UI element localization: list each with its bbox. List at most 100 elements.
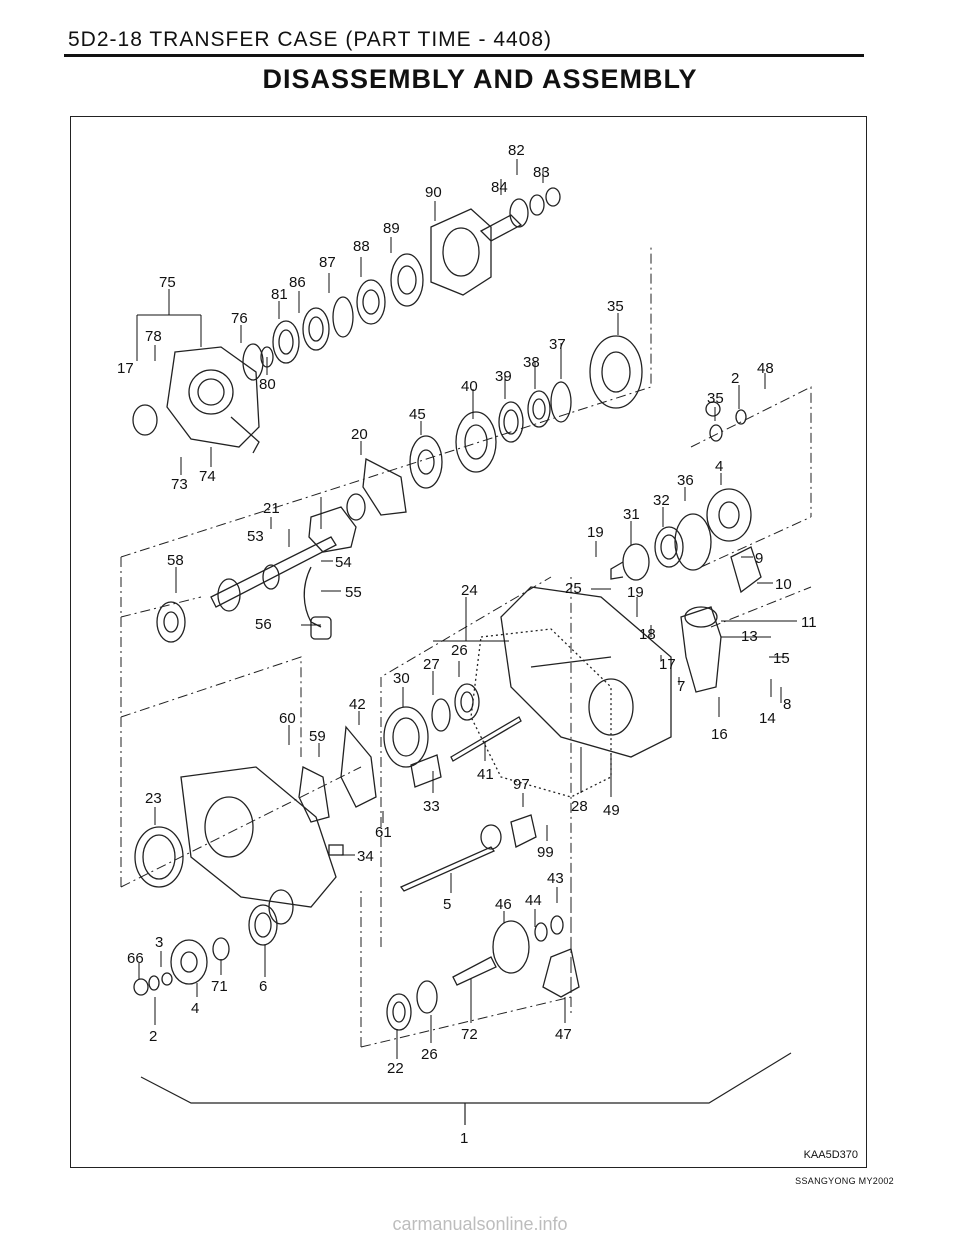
part-drawings (120, 187, 812, 1125)
callout-label: 61 (375, 824, 392, 841)
shift-cam (480, 814, 537, 850)
callout-label: 82 (508, 142, 525, 159)
snap-ring (534, 922, 548, 942)
mode-sensor (730, 546, 762, 594)
callout-label: 80 (259, 376, 276, 393)
callout-label: 4 (715, 458, 723, 475)
callout-label: 78 (145, 328, 162, 345)
footer-text: SSANGYONG MY2002 (795, 1176, 894, 1186)
callout-label: 14 (759, 710, 776, 727)
callout-label: 33 (423, 798, 440, 815)
callout-label: 58 (167, 552, 184, 569)
rear-extension-housing (430, 208, 492, 296)
callout-label: 30 (393, 670, 410, 687)
callout-label: 27 (423, 656, 440, 673)
callout-labels: 82 84 83 90 89 88 87 86 81 75 76 78 17 8… (117, 142, 817, 1147)
callout-label: 26 (451, 642, 468, 659)
snap-ring (242, 343, 264, 381)
callout-label: 9 (755, 550, 763, 567)
hub-gear (409, 435, 443, 489)
shift-fork (340, 725, 377, 808)
callout-label: 35 (707, 390, 724, 407)
callout-label: 60 (279, 710, 296, 727)
input-shaft (210, 536, 337, 612)
bearing (248, 904, 278, 946)
callout-label: 22 (387, 1060, 404, 1077)
exploded-view-diagram: 82 84 83 90 89 88 87 86 81 75 76 78 17 8… (117, 142, 817, 1147)
ring-gear (134, 826, 184, 888)
shift-shaft (399, 846, 496, 892)
seal (161, 972, 173, 986)
front-output-housing (166, 346, 260, 454)
front-sprocket (156, 601, 186, 643)
callout-label: 15 (773, 650, 790, 667)
callout-label: 13 (741, 628, 758, 645)
callout-label: 59 (309, 728, 326, 745)
shift-rail (450, 716, 522, 762)
washer (735, 409, 747, 425)
page-header: 5D2-18 TRANSFER CASE (PART TIME - 4408) (68, 28, 553, 51)
callout-label: 11 (801, 614, 817, 631)
snap-ring (416, 980, 438, 1014)
callout-label: 17 (659, 656, 676, 673)
callout-label: 46 (495, 896, 512, 913)
callout-label: 34 (357, 848, 374, 865)
clutch-drum (455, 411, 497, 473)
callout-label: 47 (555, 1026, 572, 1043)
transfer-case-rear-half (500, 586, 672, 758)
callout-label: 16 (711, 726, 728, 743)
callout-label: 6 (259, 978, 267, 995)
callout-label: 19 (587, 524, 604, 541)
oil-pump-cover (308, 506, 357, 553)
mount-clip (328, 844, 344, 856)
leader-lines (136, 159, 797, 1059)
callout-label: 53 (247, 528, 264, 545)
callout-label: 49 (603, 802, 620, 819)
washer (212, 937, 230, 961)
callout-label: 72 (461, 1026, 478, 1043)
callout-label: 48 (757, 360, 774, 377)
clutch-housing (589, 335, 643, 409)
callout-label: 81 (271, 286, 288, 303)
watermark: carmanualsonline.info (392, 1214, 568, 1234)
callout-label: 41 (477, 766, 494, 783)
callout-label: 5 (443, 896, 451, 913)
washer (148, 975, 160, 991)
callout-label: 37 (549, 336, 566, 353)
main-shaft (452, 920, 530, 986)
callout-label: 83 (533, 164, 550, 181)
callout-label: 24 (461, 582, 478, 599)
drive-sprocket (390, 253, 424, 307)
callout-label: 7 (677, 678, 685, 695)
nut (133, 978, 149, 996)
callout-label: 21 (263, 500, 280, 517)
callout-label: 38 (523, 354, 540, 371)
callout-label: 87 (319, 254, 336, 271)
assembly-guide-lines (120, 247, 812, 1048)
bearing (386, 993, 412, 1031)
rear-output-cover (706, 488, 752, 542)
snap-ring (550, 381, 572, 423)
oil-seal (268, 889, 294, 925)
callout-label: 31 (623, 506, 640, 523)
bearing (654, 526, 684, 568)
callout-label: 56 (255, 616, 272, 633)
spring (410, 754, 442, 788)
callout-label: 32 (653, 492, 670, 509)
clutch-coil (498, 401, 524, 443)
diagram-frame: 82 84 83 90 89 88 87 86 81 75 76 78 17 8… (70, 116, 867, 1168)
front-case-half (180, 766, 337, 908)
callout-label: 45 (409, 406, 426, 423)
figure-code: KAA5D370 (803, 1149, 858, 1161)
oil-seal (132, 404, 158, 436)
washer (346, 493, 366, 521)
callout-label: 84 (491, 179, 508, 196)
seal (709, 424, 723, 442)
bearing (302, 307, 330, 351)
callout-label: 35 (607, 298, 624, 315)
bearing (527, 390, 551, 428)
callout-label: 89 (383, 220, 400, 237)
callout-label: 19 (627, 584, 644, 601)
callout-label: 10 (775, 576, 792, 593)
snap-ring (332, 296, 354, 338)
